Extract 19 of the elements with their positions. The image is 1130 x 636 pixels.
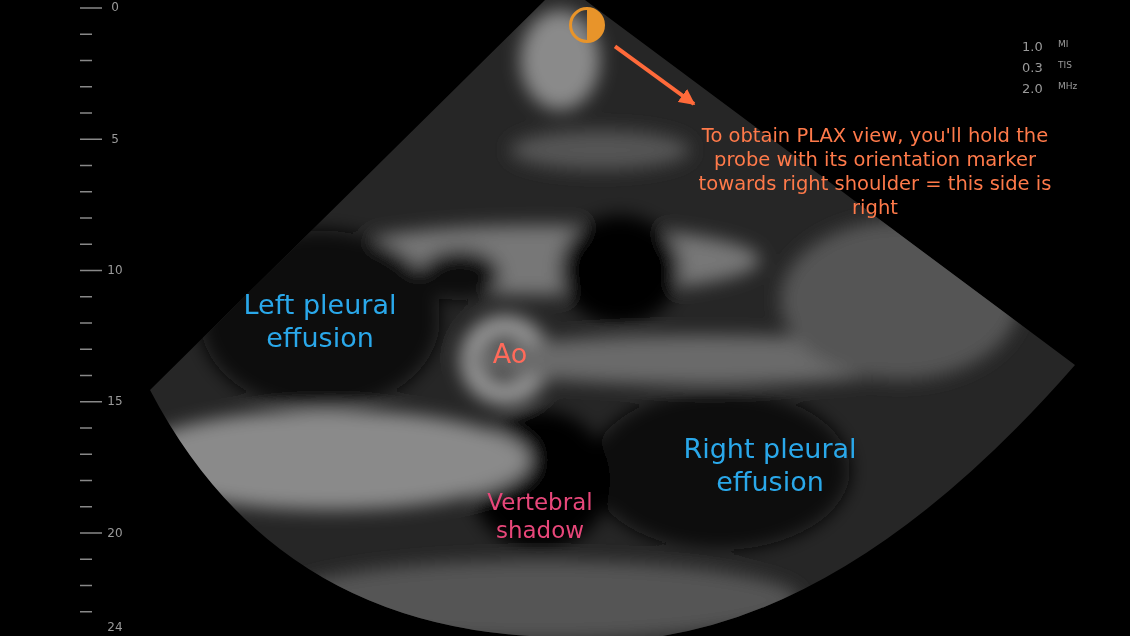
depth-scale-number: 20 (106, 525, 124, 541)
setting-readout: 1.0 (1022, 38, 1044, 55)
structure-label: Vertebral shadow (486, 488, 594, 544)
setting-readout: 2.0 (1022, 80, 1044, 97)
setting-readout: TIS (1058, 59, 1073, 72)
orientation-marker-icon (569, 7, 605, 43)
structure-label: Left pleural effusion (242, 288, 398, 354)
setting-readout: MI (1058, 38, 1070, 51)
depth-scale-number: 5 (110, 131, 120, 147)
annotation-text: To obtain PLAX view, you'll hold the probe with its orientation marker towards right shoulder = this side is right (698, 124, 1052, 219)
structure-label: Ao (491, 338, 529, 369)
depth-scale-number: 0 (110, 0, 120, 15)
depth-scale-number: 15 (106, 393, 124, 409)
depth-scale-number: 24 (106, 619, 124, 635)
setting-readout: 0.3 (1022, 59, 1044, 76)
structure-label: Right pleural effusion (682, 432, 858, 498)
arrow (613, 44, 696, 106)
setting-readout: MHz (1058, 80, 1079, 93)
depth-scale-number: 10 (106, 262, 124, 278)
